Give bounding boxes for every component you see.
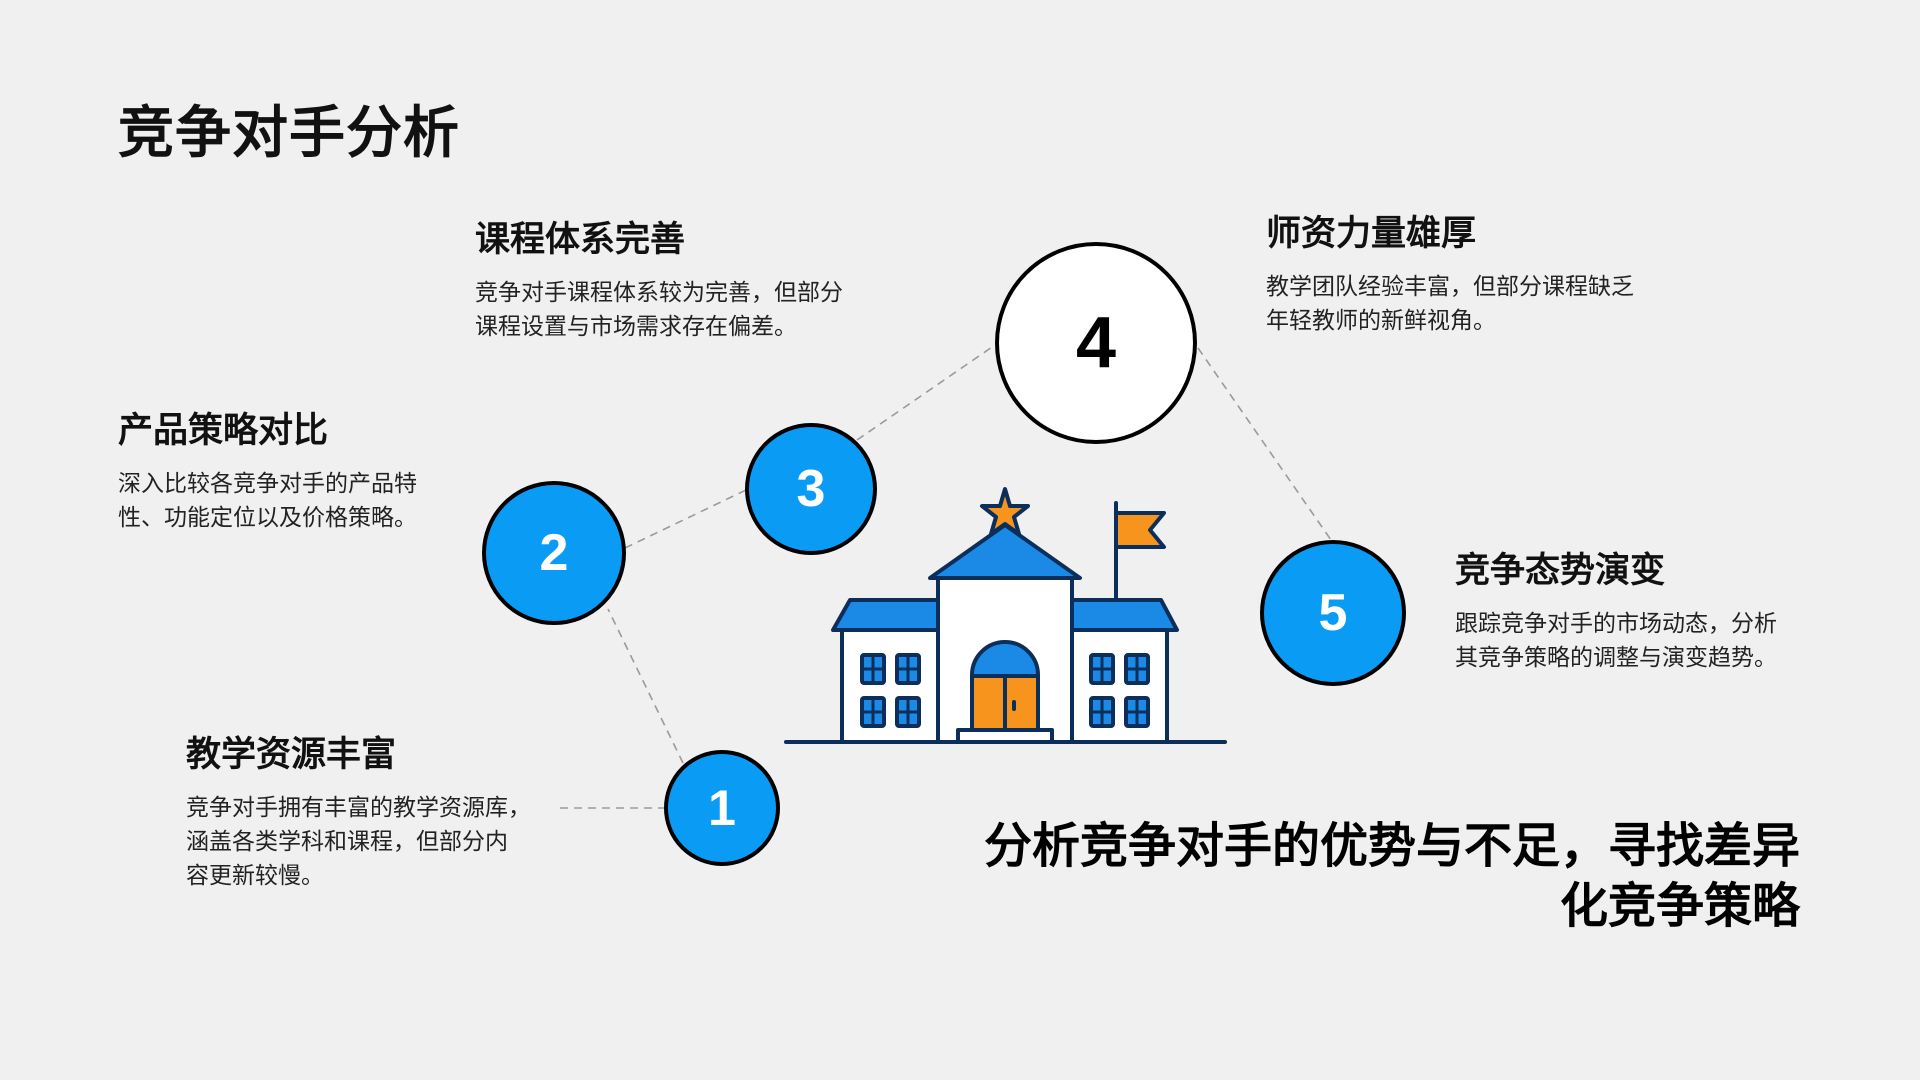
item-description: 竞争对手课程体系较为完善，但部分 课程设置与市场需求存在偏差。 [475,276,843,344]
item-block-2: 产品策略对比 深入比较各竞争对手的产品特 性、功能定位以及价格策略。 [118,409,417,535]
item-block-4: 师资力量雄厚 教学团队经验丰富，但部分课程缺乏 年轻教师的新鲜视角。 [1266,212,1634,338]
step-node-3: 3 [745,423,877,555]
item-description: 教学团队经验丰富，但部分课程缺乏 年轻教师的新鲜视角。 [1266,270,1634,338]
item-description: 竞争对手拥有丰富的教学资源库， 涵盖各类学科和课程，但部分内 容更新较慢。 [186,791,531,893]
item-description: 深入比较各竞争对手的产品特 性、功能定位以及价格策略。 [118,467,417,535]
item-description-line: 竞争对手课程体系较为完善，但部分 [475,280,843,306]
item-block-5: 竞争态势演变 跟踪竞争对手的市场动态，分析 其竞争策略的调整与演变趋势。 [1455,549,1777,675]
item-heading: 教学资源丰富 [186,735,397,775]
school-building-icon [784,487,1227,744]
summary-line: 化竞争策略 [1559,878,1800,934]
step-node-5: 5 [1260,540,1406,686]
page-title: 竞争对手分析 [118,101,460,166]
item-description-line: 容更新较慢。 [186,863,324,889]
connector-node1-node2 [607,608,684,764]
item-description-line: 涵盖各类学科和课程，但部分内 [186,829,508,855]
item-description-line: 教学团队经验丰富，但部分课程缺乏 [1266,274,1634,300]
item-description: 跟踪竞争对手的市场动态，分析 其竞争策略的调整与演变趋势。 [1455,607,1777,675]
item-block-1: 教学资源丰富 竞争对手拥有丰富的教学资源库， 涵盖各类学科和课程，但部分内 容更… [186,733,531,893]
item-heading: 课程体系完善 [475,220,686,260]
step-node-4-highlighted: 4 [995,242,1197,444]
summary-line: 分析竞争对手的优势与不足，寻找差异 [983,818,1800,874]
connector-node4-node5 [1197,347,1332,541]
item-description-line: 课程设置与市场需求存在偏差。 [475,314,797,340]
item-heading: 竞争态势演变 [1455,551,1666,591]
step-node-1: 1 [664,750,780,866]
connector-node3-node4 [856,344,996,441]
item-description-line: 性、功能定位以及价格策略。 [118,505,417,531]
item-heading: 产品策略对比 [118,411,329,451]
item-description-line: 年轻教师的新鲜视角。 [1266,308,1496,334]
item-block-3: 课程体系完善 竞争对手课程体系较为完善，但部分 课程设置与市场需求存在偏差。 [475,218,843,344]
connector-node2-node3 [624,489,747,549]
item-heading: 师资力量雄厚 [1266,214,1477,254]
item-description-line: 其竞争策略的调整与演变趋势。 [1455,645,1777,671]
step-node-2: 2 [482,481,626,625]
item-description-line: 竞争对手拥有丰富的教学资源库， [186,795,531,821]
item-description-line: 深入比较各竞争对手的产品特 [118,471,417,497]
summary-statement: 分析竞争对手的优势与不足，寻找差异 化竞争策略 [900,816,1800,936]
item-description-line: 跟踪竞争对手的市场动态，分析 [1455,611,1777,637]
